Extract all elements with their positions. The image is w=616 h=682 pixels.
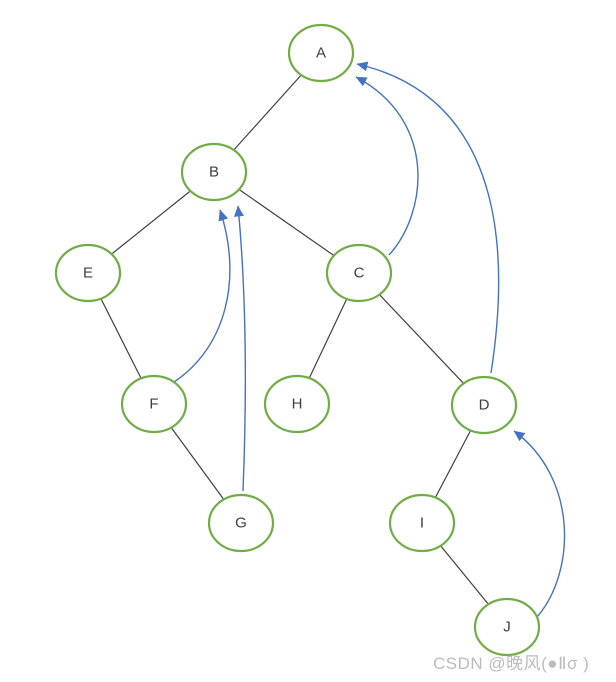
csdn-watermark: CSDN @晚风(●Ⅱσ ): [433, 654, 590, 673]
node-label-c: C: [354, 265, 365, 282]
node-circle-h: [263, 374, 331, 434]
node-circle-j: [473, 597, 541, 657]
node-circle-b: [180, 142, 248, 202]
back-arrow-c-to-a: [355, 76, 419, 256]
node-circle-i: [388, 493, 456, 553]
node-label-b: B: [209, 164, 219, 181]
node-circle-c: [325, 243, 393, 303]
node-label-g: G: [235, 515, 247, 532]
back-arrow-g-to-b: [234, 205, 246, 492]
node-circle-d: [450, 375, 518, 435]
node-label-i: I: [420, 515, 424, 532]
back-arrows-layer: [170, 61, 566, 618]
node-label-j: J: [503, 619, 511, 636]
nodes-layer: A B E C F H D G I J: [54, 23, 541, 657]
back-arrow-j-to-d: [513, 430, 566, 618]
node-label-d: D: [479, 397, 490, 414]
node-circle-e: [54, 243, 122, 303]
node-circle-a: [287, 23, 355, 83]
node-label-h: H: [292, 396, 303, 413]
back-arrow-d-to-a: [356, 61, 500, 374]
node-circle-f: [120, 374, 188, 434]
back-arrow-f-to-b: [170, 209, 231, 385]
node-circle-g: [207, 493, 275, 553]
node-label-f: F: [149, 396, 158, 413]
node-label-e: E: [83, 265, 93, 282]
node-label-a: A: [316, 45, 326, 62]
